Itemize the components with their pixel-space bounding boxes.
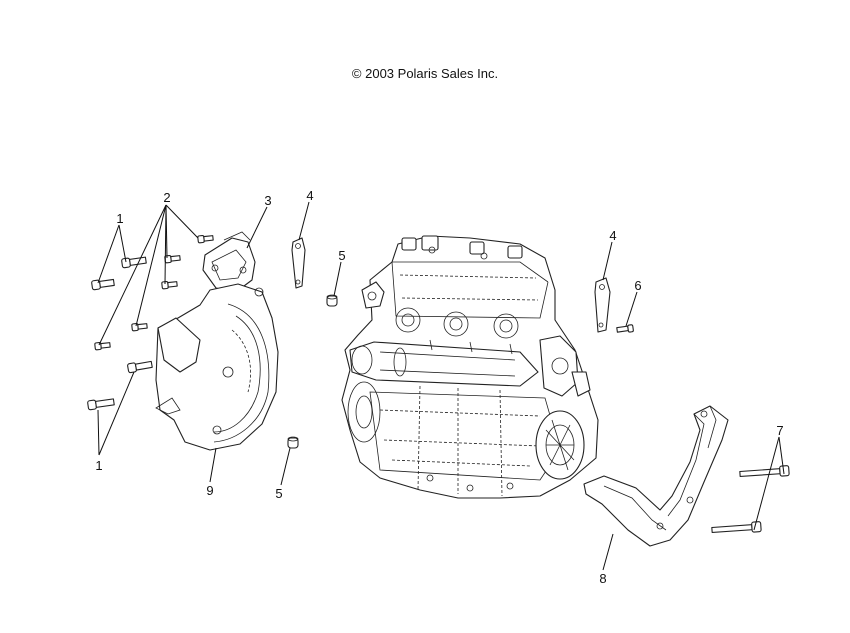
engine-assembly xyxy=(341,235,599,499)
callout-4-left: 4 xyxy=(306,188,313,203)
spacer-part-5-lower xyxy=(287,436,299,449)
callout-3: 3 xyxy=(264,193,271,208)
leader-lines xyxy=(97,201,785,571)
lift-plate-part-4-right xyxy=(594,277,611,333)
bolts-part-1 xyxy=(87,256,153,411)
callout-5-upper: 5 xyxy=(338,248,345,263)
callout-8: 8 xyxy=(599,571,606,586)
callout-6: 6 xyxy=(634,278,641,293)
screw-part-6 xyxy=(616,324,634,333)
mount-bracket-part-8 xyxy=(583,405,729,547)
callout-2: 2 xyxy=(163,190,170,205)
spacer-part-5-upper xyxy=(326,294,338,307)
callout-1-lower: 1 xyxy=(95,458,102,473)
bracket-part-3 xyxy=(202,231,256,293)
bolts-part-7 xyxy=(711,465,790,534)
callout-labels: 1 1 2 3 4 4 5 5 6 7 8 9 xyxy=(95,188,783,586)
callout-7: 7 xyxy=(776,423,783,438)
callout-1-upper: 1 xyxy=(116,211,123,226)
callout-9: 9 xyxy=(206,483,213,498)
copyright-notice: © 2003 Polaris Sales Inc. xyxy=(351,66,499,81)
lift-plate-part-4-left xyxy=(291,237,306,289)
stator-cover-part-9 xyxy=(155,283,279,451)
callout-4-right: 4 xyxy=(609,228,616,243)
callout-5-lower: 5 xyxy=(275,486,282,501)
